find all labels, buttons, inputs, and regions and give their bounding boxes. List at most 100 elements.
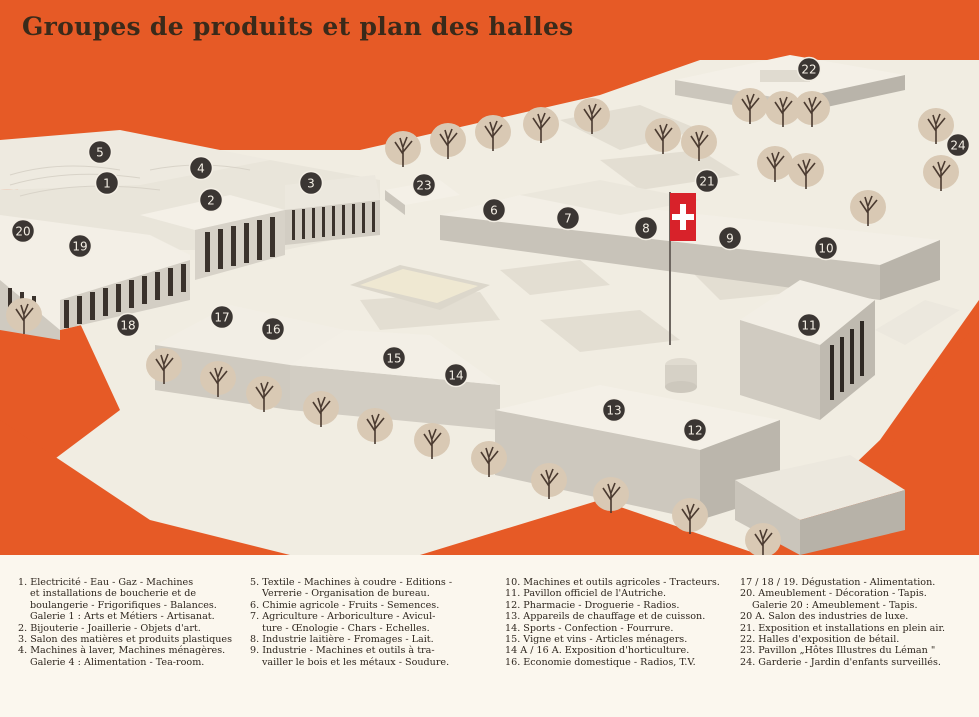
hall-marker-8[interactable]: 8 (633, 215, 659, 241)
hall-complex-left (0, 130, 380, 340)
marker-circle (682, 417, 708, 443)
hall-marker-24[interactable]: 24 (945, 132, 971, 158)
legend-line: 15. Vigne et vins - Articles ménagers. (505, 634, 688, 646)
hall-marker-7[interactable]: 7 (555, 205, 581, 231)
hall-marker-5[interactable]: 5 (87, 139, 113, 165)
marker-circle (298, 170, 324, 196)
marker-circle (443, 362, 469, 388)
legend-line: 14. Sports - Confection - Fourrure. (505, 622, 674, 634)
trees (6, 88, 959, 555)
swiss-flag (669, 192, 696, 345)
legend-line: 16. Economie domestique - Radios, T.V. (505, 656, 696, 668)
legend-line: 11. Pavillon officiel de l'Autriche. (505, 588, 667, 600)
hall-marker-4[interactable]: 4 (188, 155, 214, 181)
tree (246, 376, 282, 412)
reflecting-pool (350, 265, 490, 310)
legend-line: vailler le bois et les métaux - Soudure. (262, 656, 450, 668)
tree (745, 523, 781, 555)
marker-label: 4 (197, 162, 205, 176)
marker-label: 22 (801, 63, 816, 77)
tree (593, 477, 629, 513)
legend-column-2: 5. Textile - Machines à coudre - Edition… (250, 577, 478, 668)
hall-marker-21[interactable]: 21 (694, 168, 720, 194)
hall-marker-13[interactable]: 13 (601, 397, 627, 423)
legend-line: Galerie 20 : Ameublement - Tapis. (752, 599, 918, 611)
legend-line: 21. Exposition et installations en plein… (740, 622, 946, 634)
tree (794, 91, 830, 127)
tree (757, 146, 793, 182)
hall-marker-19[interactable]: 19 (67, 233, 93, 259)
hall-marker-11[interactable]: 11 (796, 312, 822, 338)
legend-line: 23. Pavillon „Hôtes Illustres du Léman " (740, 645, 936, 657)
marker-label: 23 (416, 179, 431, 193)
legend-column-1: 1. Electricité - Eau - Gaz - Machines et… (18, 577, 240, 668)
hall-marker-20[interactable]: 20 (10, 218, 36, 244)
tree (574, 98, 610, 134)
tree (6, 298, 42, 334)
marker-label: 11 (801, 319, 816, 333)
legend-line: Galerie 4 : Alimentation - Tea-room. (30, 656, 205, 668)
marker-circle (633, 215, 659, 241)
tree (923, 155, 959, 191)
legend-line: 22. Halles d'exposition de bétail. (740, 634, 900, 646)
marker-circle (945, 132, 971, 158)
tree (788, 153, 824, 189)
tree (918, 108, 954, 144)
hall-marker-22[interactable]: 22 (796, 56, 822, 82)
legend-line: 8. Industrie laitière - Fromages - Lait. (250, 634, 434, 646)
legend-line: 2. Bijouterie - Joaillerie - Objets d'ar… (18, 622, 201, 634)
marker-label: 14 (448, 369, 463, 383)
tree (765, 91, 801, 127)
hall-marker-2[interactable]: 2 (198, 187, 224, 213)
plaza-paving (360, 105, 820, 352)
marker-label: 13 (606, 404, 621, 418)
legend-line: 20 A. Salon des industries de luxe. (740, 611, 909, 623)
tree (645, 118, 681, 154)
hall-marker-10[interactable]: 10 (813, 235, 839, 261)
tree (850, 190, 886, 226)
marker-label: 17 (214, 311, 229, 325)
hall-marker-1[interactable]: 1 (94, 170, 120, 196)
tree (385, 131, 421, 167)
tree (303, 391, 339, 427)
marker-label: 24 (950, 139, 965, 153)
hall-marker-16[interactable]: 16 (260, 316, 286, 342)
legend-line: 5. Textile - Machines à coudre - Edition… (250, 577, 453, 588)
tree (357, 408, 393, 444)
legend: 1. Electricité - Eau - Gaz - Machines et… (0, 555, 979, 717)
hall-marker-12[interactable]: 12 (682, 417, 708, 443)
hall-marker-17[interactable]: 17 (209, 304, 235, 330)
marker-circle (94, 170, 120, 196)
marker-label: 6 (490, 204, 498, 218)
hall-marker-9[interactable]: 9 (717, 225, 743, 251)
hall-marker-15[interactable]: 15 (381, 345, 407, 371)
marker-circle (260, 316, 286, 342)
marker-circle (10, 218, 36, 244)
tree (414, 423, 450, 459)
legend-line: 10. Machines et outils agricoles - Tract… (505, 577, 720, 588)
marker-label: 12 (687, 424, 702, 438)
tree (672, 498, 708, 534)
marker-label: 16 (265, 323, 280, 337)
tree (732, 88, 768, 124)
legend-line: 14 A / 16 A. Exposition d'horticulture. (505, 645, 690, 657)
hall-marker-14[interactable]: 14 (443, 362, 469, 388)
tree (681, 125, 717, 161)
hall-marker-23[interactable]: 23 (411, 172, 437, 198)
bottom-orange (420, 500, 760, 555)
tree (430, 123, 466, 159)
legend-line: 12. Pharmacie - Droguerie - Radios. (505, 599, 680, 611)
marker-circle (381, 345, 407, 371)
hall-marker-6[interactable]: 6 (481, 197, 507, 223)
marker-circle (813, 235, 839, 261)
legend-line: boulangerie - Frigorifiques - Balances. (30, 599, 217, 611)
lower-left-orange-2 (0, 330, 290, 555)
marker-label: 7 (564, 212, 572, 226)
marker-label: 21 (699, 175, 714, 189)
marker-circle (87, 139, 113, 165)
hall-marker-3[interactable]: 3 (298, 170, 324, 196)
hall-marker-18[interactable]: 18 (115, 312, 141, 338)
